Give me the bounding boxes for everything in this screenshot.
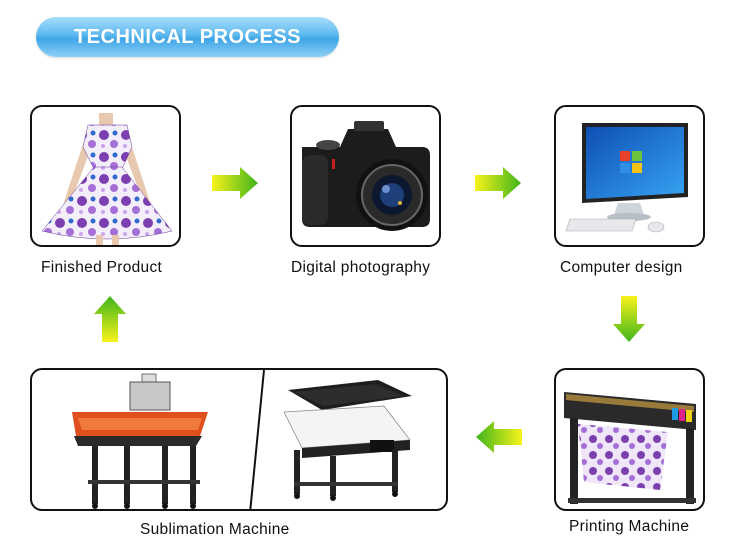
digital-photography-box: [290, 105, 441, 247]
step-label-finished-product: Finished Product: [41, 259, 163, 276]
step-label-sublimation-machine: Sublimation Machine: [140, 521, 290, 538]
sublimation-machine-box: [30, 368, 448, 511]
arrow-up-icon: [94, 296, 126, 342]
heat-press-icon: [72, 370, 412, 509]
computer-icon: [565, 123, 688, 233]
step-label-printing-machine: Printing Machine: [569, 518, 690, 535]
printing-machine-box: [554, 368, 705, 511]
page-title: TECHNICAL PROCESS: [73, 26, 302, 48]
arrow-right-icon: [212, 167, 258, 199]
dress-icon: [41, 113, 173, 245]
arrow-left-icon: [476, 421, 522, 453]
arrow-right-icon: [475, 167, 521, 199]
finished-product-box: [30, 105, 181, 247]
arrow-down-icon: [613, 296, 645, 342]
printer-icon: [564, 392, 696, 504]
step-label-computer-design: Computer design: [560, 259, 683, 276]
title-banner: TECHNICAL PROCESS: [36, 17, 339, 57]
camera-icon: [302, 121, 430, 231]
step-label-digital-photography: Digital photography: [291, 259, 431, 276]
computer-design-box: [554, 105, 705, 247]
